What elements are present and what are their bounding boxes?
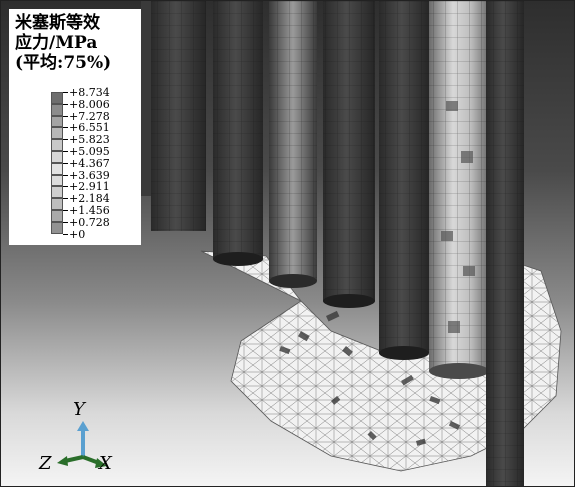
legend-value-label: +2.911 [69,180,110,194]
legend-swatch [51,92,63,104]
legend-title-line3: (平均:75%) [15,53,112,73]
legend-swatch [51,198,63,210]
legend-tick [63,127,68,129]
legend-swatch [51,186,63,199]
legend-swatch [51,139,63,151]
legend-tick [63,233,68,235]
legend-value-label: +1.456 [69,204,110,217]
legend-tick [63,210,68,211]
legend-value-label: +5.823 [69,133,110,147]
legend-tick [63,92,68,93]
legend-tick [63,174,68,176]
legend-title-line1: 米塞斯等效 [15,13,100,33]
legend-value-label: +8.006 [69,97,110,111]
legend-swatch [51,151,63,163]
legend-value-label: +3.639 [69,168,110,182]
legend-value-label: +0.728 [69,215,110,229]
legend-tick [63,198,68,200]
legend-swatch [51,127,63,140]
axis-label-x: X [99,453,112,474]
legend-title-line2: 应力/MPa [15,33,98,53]
legend-swatch [51,174,63,187]
legend-swatch [51,221,63,234]
legend-tick [63,221,68,223]
legend-swatch [51,210,63,222]
legend-tick [63,115,68,117]
axis-triad: Y Z X [31,401,131,481]
legend-swatch [51,115,63,128]
legend-tick [63,186,68,188]
legend-value-label: +4.367 [69,156,110,170]
legend-tick [63,162,68,164]
legend-value-label: +5.095 [69,145,110,158]
legend-tick [63,139,68,141]
legend-swatch [51,162,63,175]
legend-value-label: +6.551 [69,121,110,135]
legend-tick [63,103,68,105]
axis-label-z: Z [39,453,52,474]
legend-tick [63,151,68,152]
legend-swatch [51,103,63,116]
stress-legend: 米塞斯等效 应力/MPa (平均:75%) +8.734+8.006+7.278… [9,9,141,245]
axis-triad-arrows [57,421,107,468]
legend-value-label: +2.184 [69,192,110,206]
legend-value-label: +7.278 [69,109,110,123]
axis-label-y: Y [73,399,85,420]
legend-value-label: +8.734 [69,86,110,99]
legend-value-label: +0 [69,227,86,241]
